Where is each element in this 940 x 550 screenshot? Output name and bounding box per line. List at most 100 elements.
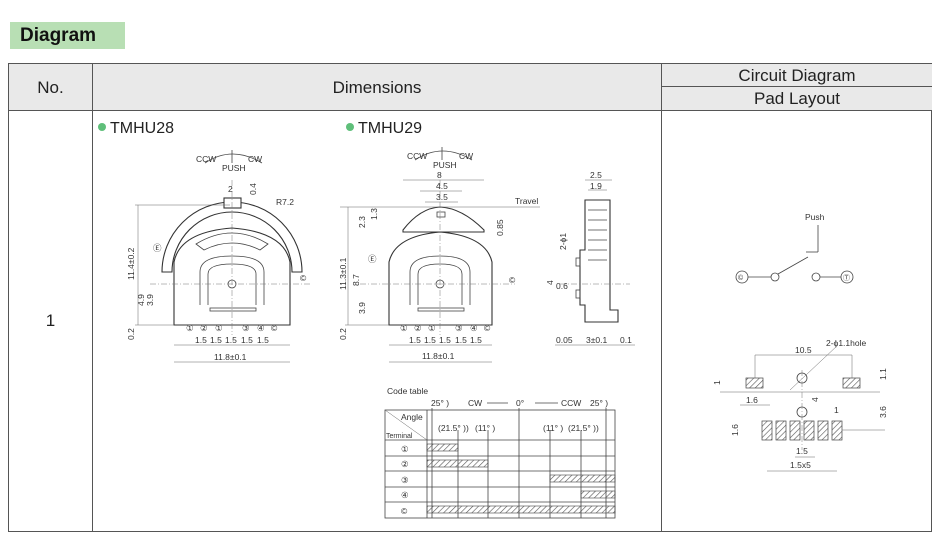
marker-c: © bbox=[300, 273, 307, 283]
scale-label: 25° ) bbox=[431, 398, 449, 408]
dim-label: 11.8±0.1 bbox=[214, 352, 247, 362]
pad-dim-label: 10.5 bbox=[795, 345, 812, 355]
dim-label: 1.5 bbox=[439, 335, 451, 345]
terminal-label: ② bbox=[200, 323, 208, 333]
ccw-label: CCW bbox=[196, 154, 216, 164]
dim-label: 2.3 bbox=[357, 216, 367, 228]
pad bbox=[842, 377, 861, 389]
tmhu29-drawing: TMHU29 CCW PUSH CW 8 4.5 3.5 Travel 2.3 … bbox=[338, 120, 635, 363]
terminal-label: ① bbox=[186, 323, 194, 333]
dim-label: 2.5 bbox=[590, 170, 602, 180]
sub-angle-label: (11° ) bbox=[543, 423, 563, 433]
dim-label: 3±0.1 bbox=[586, 335, 607, 345]
dim-label: 0.4 bbox=[248, 183, 258, 195]
rotation-arc-icon bbox=[414, 150, 473, 161]
dim-label: 1.5 bbox=[455, 335, 467, 345]
code-bar bbox=[426, 459, 489, 468]
dim-label: 1.5 bbox=[210, 335, 222, 345]
dim-label: Travel bbox=[515, 196, 538, 206]
dim-label: R7.2 bbox=[276, 197, 294, 207]
dim-label: 0.2 bbox=[126, 328, 136, 340]
dim-label: 3.9 bbox=[145, 294, 155, 306]
dim-label: 4.9 bbox=[136, 294, 146, 306]
tmhu28-drawing: TMHU28 CCW PUSH CW 2 0.4 R7.2 11.4±0.2 4… bbox=[98, 120, 310, 363]
terminal-label: ① bbox=[215, 323, 223, 333]
pad bbox=[761, 420, 773, 441]
dim-label: 8.7 bbox=[351, 274, 361, 286]
dim-label: 1.3 bbox=[369, 208, 379, 220]
pad-dim-label: 1 bbox=[712, 380, 722, 385]
dim-label: 0.6 bbox=[556, 281, 568, 291]
tmhu29-side-view: 2.5 1.9 2-ϕ1 4 0.6 0.05 3±0.1 0.1 bbox=[545, 170, 635, 346]
header-circuit-diagram: Circuit Diagram bbox=[662, 64, 932, 87]
terminal-label: ② bbox=[414, 323, 422, 333]
bullet-icon bbox=[98, 123, 106, 131]
dim-label: 2 bbox=[228, 184, 233, 194]
terminal-label: © bbox=[484, 323, 491, 333]
terminal-header-label: Terminal bbox=[386, 433, 413, 440]
dim-label: 1.5 bbox=[424, 335, 436, 345]
dim-label: 1.5 bbox=[195, 335, 207, 345]
dim-label: 1.5 bbox=[409, 335, 421, 345]
code-row-label: ② bbox=[401, 459, 409, 469]
header-pad-layout: Pad Layout bbox=[662, 87, 932, 111]
code-bar bbox=[426, 505, 616, 514]
code-row-label: ④ bbox=[401, 490, 409, 500]
dim-label: 0.05 bbox=[556, 335, 573, 345]
dim-label: 1.5 bbox=[470, 335, 482, 345]
terminal-label: ③ bbox=[455, 323, 463, 333]
scale-label: 25° ) bbox=[590, 398, 608, 408]
pad bbox=[745, 377, 764, 389]
dim-label: 3.9 bbox=[357, 302, 367, 314]
tmhu29-title: TMHU29 bbox=[358, 120, 422, 137]
marker-e: Ⓔ bbox=[153, 243, 162, 253]
dim-label: 1.5 bbox=[225, 335, 237, 345]
dim-label: 11.4±0.2 bbox=[126, 247, 136, 280]
scale-label: 0° bbox=[516, 398, 524, 408]
dimensions-cell bbox=[93, 111, 662, 531]
section-title: Diagram bbox=[10, 22, 125, 49]
terminal-c-label: © bbox=[738, 274, 744, 282]
dim-label: 1.9 bbox=[590, 181, 602, 191]
dim-label: 11.8±0.1 bbox=[422, 351, 455, 361]
code-row-label: ① bbox=[401, 444, 409, 454]
marker-c: © bbox=[509, 275, 516, 285]
pad-dim-label: 4 bbox=[810, 397, 820, 402]
dim-label: 1.5 bbox=[257, 335, 269, 345]
code-row-label: © bbox=[401, 506, 408, 516]
tmhu28-title: TMHU28 bbox=[110, 120, 174, 137]
code-row-label: ③ bbox=[401, 475, 409, 485]
cw-label: CW bbox=[248, 154, 262, 164]
pad bbox=[789, 420, 801, 441]
pad-dim-label: 1.6 bbox=[730, 424, 740, 436]
terminal-t-label: Ⓣ bbox=[843, 274, 850, 282]
push-label: Push bbox=[805, 212, 825, 222]
dim-label: 4 bbox=[545, 280, 555, 285]
dim-label: 2-ϕ1 bbox=[558, 233, 568, 250]
pad-layout: 10.5 2-ϕ1.1hole 1 1.6 4 1.1 1 3.6 1.6 1.… bbox=[712, 338, 888, 472]
code-bar bbox=[549, 474, 616, 483]
pad bbox=[817, 420, 829, 441]
ccw-label: CCW bbox=[407, 151, 427, 161]
code-bar bbox=[426, 443, 459, 452]
diagram-table: No. Dimensions Circuit Diagram Pad Layou… bbox=[8, 63, 932, 532]
pad-dim-label: 1.1 bbox=[878, 368, 888, 380]
pad-dim-label: 1.5 bbox=[796, 446, 808, 456]
cw-label: CW bbox=[459, 151, 473, 161]
dim-label: 3.5 bbox=[436, 192, 448, 202]
header-dimensions: Dimensions bbox=[93, 64, 662, 111]
push-label: PUSH bbox=[222, 163, 246, 173]
code-table: Code table 25° ) CW 0° CCW 25° ) Angle T… bbox=[384, 386, 616, 519]
terminal-label: © bbox=[271, 323, 278, 333]
dim-label: 1.5 bbox=[241, 335, 253, 345]
marker-e: Ⓔ bbox=[368, 254, 377, 264]
sub-angle-label: (21.5° )) bbox=[438, 423, 469, 433]
dim-label: 0.85 bbox=[495, 219, 505, 236]
pad-dim-label: 1.6 bbox=[746, 395, 758, 405]
dim-label: 8 bbox=[437, 170, 442, 180]
pad-dim-label: 1 bbox=[834, 405, 839, 415]
angle-label: Angle bbox=[401, 412, 423, 422]
push-label: PUSH bbox=[433, 160, 457, 170]
rotation-arc-icon bbox=[204, 153, 263, 164]
terminal-label: ① bbox=[400, 323, 408, 333]
